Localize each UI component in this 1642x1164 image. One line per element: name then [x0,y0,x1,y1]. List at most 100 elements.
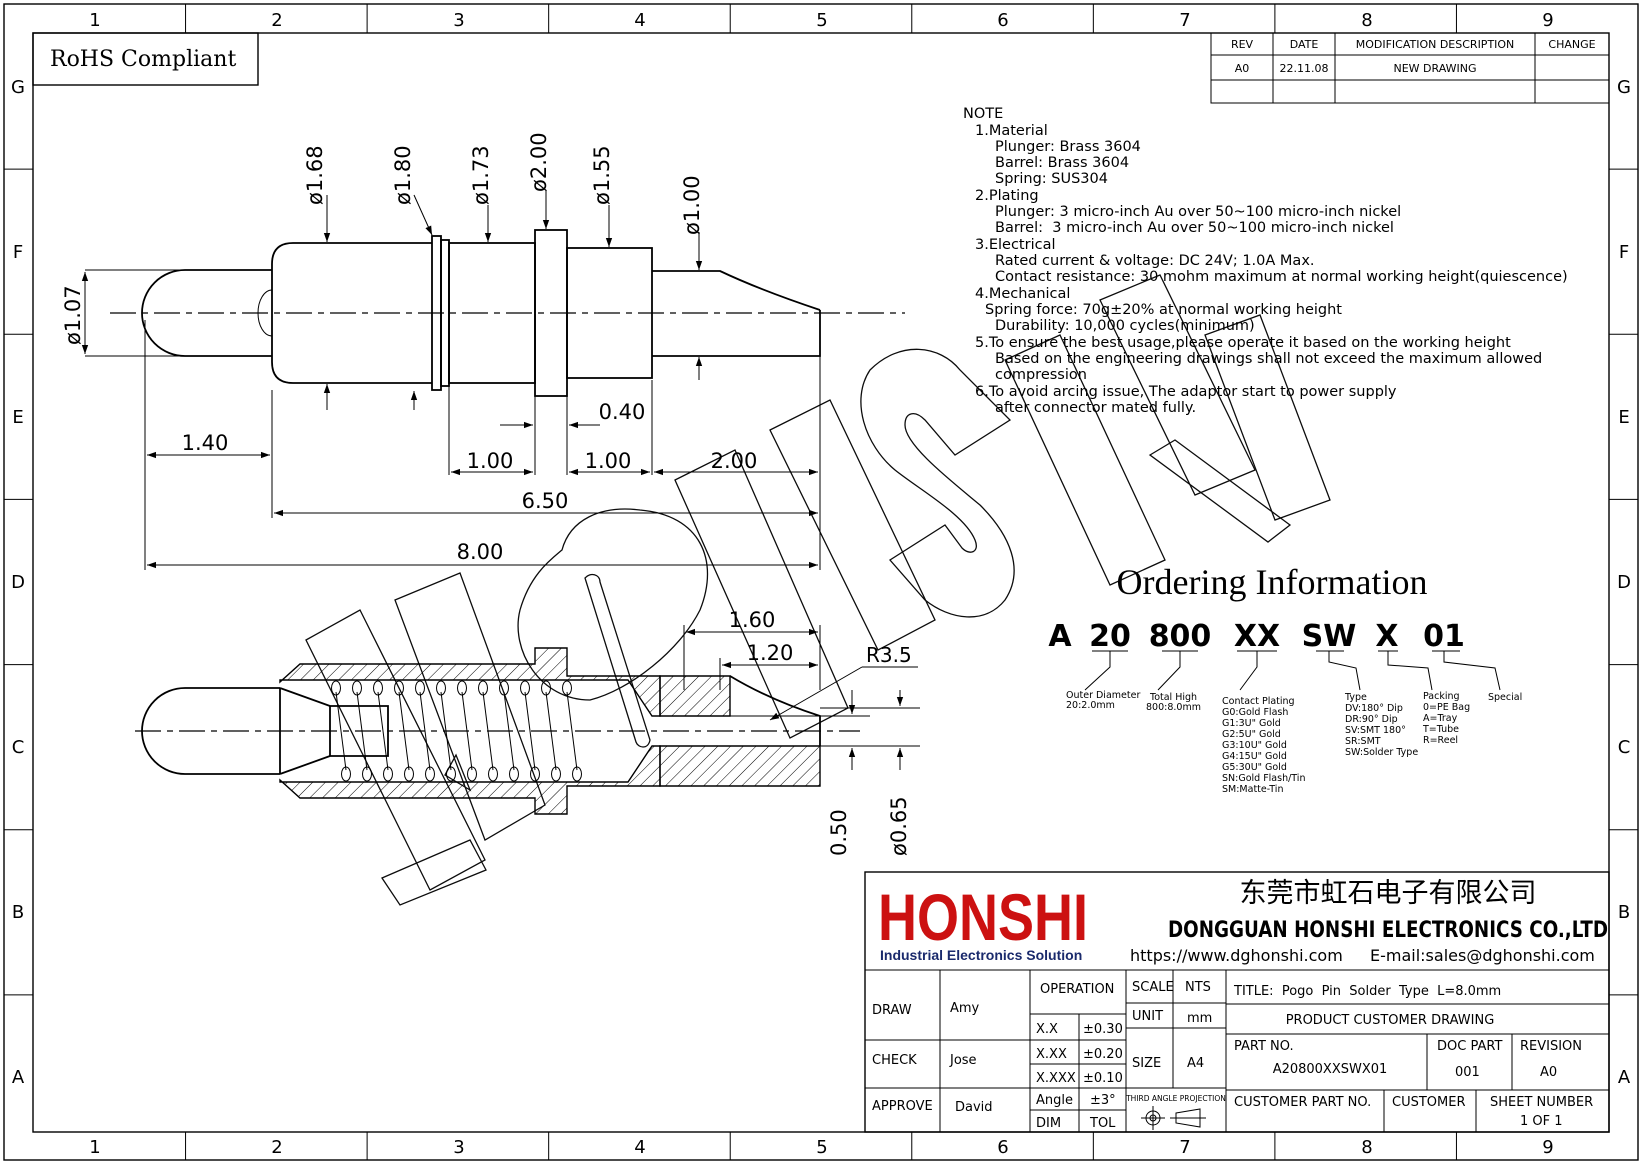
order-label-outer-value: 20:2.0mm [1066,700,1115,711]
check-name: Jose [949,1053,977,1068]
tol-xxx-label: X.XX [1036,1047,1067,1062]
barrel-rear [566,247,653,379]
spring-coil-section [446,766,456,782]
dim-l160: 1.60 [729,608,776,632]
tol-angle-value: ±3° [1090,1093,1116,1108]
zone-col-1: 1 [89,10,100,31]
dim-d168: ø1.68 [303,145,327,205]
zone-col-4-bottom: 4 [634,1137,645,1158]
note-5: 5.To ensure the best usage,please operat… [975,335,1511,351]
dim-d107: ø1.07 [61,285,85,345]
order-type-dv: DV:180° Dip [1345,703,1403,714]
zone-row-f-right: F [1619,242,1629,263]
dim-l040: 0.40 [599,400,646,424]
unit-label: UNIT [1132,1009,1163,1024]
part-no-value: A20800XXSWX01 [1273,1062,1388,1077]
note-3: 3.Electrical [975,237,1055,253]
note-1-barrel: Barrel: Brass 3604 [995,155,1129,171]
zone-row-c-right: C [1618,737,1631,758]
order-plating-g0: G0:Gold Flash [1222,707,1288,718]
dim-label: DIM [1036,1116,1061,1131]
spring-coil-section [457,680,467,696]
zone-column-labels-top: 1 2 3 4 5 6 7 8 9 [89,10,1553,31]
tol-xxxx-value: ±0.10 [1083,1071,1123,1086]
note-6: 6.To avoid arcing issue, The adaptor sta… [975,384,1397,400]
note-4-force: Spring force: 70g±20% at normal working … [985,302,1342,318]
tol-label: TOL [1089,1116,1116,1131]
note-5-line3: compression [995,367,1087,383]
spring-coil [356,691,368,771]
section-plunger-tip [141,687,280,775]
zone-row-a-right: A [1618,1067,1631,1088]
projection-label: THIRD ANGLE PROJECTION [1125,1094,1226,1103]
order-type-sv: SV:SMT 180° [1345,725,1406,736]
zone-row-e: E [12,407,23,428]
order-packing-t: T=Tube [1422,724,1459,735]
note-3-resistance: Contact resistance: 30 mohm maximum at n… [995,269,1568,285]
title-block: HONSHI Industrial Electronics Solution 东… [864,871,1610,1133]
note-2-barrel: Barrel: 3 micro-inch Au over 50~100 micr… [995,220,1394,236]
zone-col-3: 3 [453,10,464,31]
note-1-plunger: Plunger: Brass 3604 [995,139,1141,155]
order-plating-g1: G1:3U" Gold [1222,718,1281,729]
size-value: A4 [1187,1056,1204,1071]
dim-d173: ø1.73 [469,145,493,205]
approve-name: David [955,1100,993,1115]
zone-row-d-right: D [1617,572,1631,593]
rev-header-date: DATE [1290,38,1319,51]
order-plating-sm: SM:Matte-Tin [1222,784,1283,795]
tol-angle-label: Angle [1036,1093,1073,1108]
note-5-line2: Based on the engineering drawings shall … [995,351,1542,367]
company-logo: HONSHI Industrial Electronics Solution [878,880,1088,963]
rev-row-rev: A0 [1235,62,1250,75]
barrel-wall-top [279,647,661,717]
order-label-outer: Outer Diameter [1066,690,1140,701]
dim-l120: 1.20 [747,641,794,665]
zone-col-3-bottom: 3 [453,1137,464,1158]
dim-l800: 8.00 [457,540,504,564]
order-code-01: 01 [1423,619,1465,654]
operation-label: OPERATION [1040,982,1114,997]
spring-coil [482,691,494,771]
order-label-total-value: 800:8.0mm [1146,702,1201,713]
revision-table: REV DATE MODIFICATION DESCRIPTION CHANGE… [1210,32,1610,104]
spring-coil [461,691,473,771]
spring-coil-section [383,766,393,782]
dim-r35: R3.5 [866,643,912,667]
rohs-label: RoHS Compliant [50,47,236,72]
zone-col-6: 6 [997,10,1008,31]
revision-value: A0 [1540,1065,1557,1080]
order-type-sw: SW:Solder Type [1345,747,1418,758]
drawing-border: 1 2 3 4 5 6 7 8 9 1 2 3 4 5 6 7 8 9 G F … [3,3,1639,1161]
dim-l050: 0.50 [827,809,851,856]
zone-row-f: F [13,242,23,263]
sheet-number-label: SHEET NUMBER [1490,1095,1593,1110]
zone-col-9: 9 [1542,10,1553,31]
spring-coil-section [404,766,414,782]
spring-coil-section [341,766,351,782]
spring-coil-section [572,766,582,782]
order-packing-0: 0=PE Bag [1423,702,1470,713]
part-no-label: PART NO. [1234,1039,1294,1054]
company-name-en: DONGGUAN HONSHI ELECTRONICS CO.,LTD [1168,918,1608,943]
tol-xxx-value: ±0.20 [1083,1047,1123,1062]
dim-l650: 6.50 [522,489,569,513]
notes-block: NOTE 1.Material Plunger: Brass 3604 Barr… [963,106,1568,416]
rohs-badge: RoHS Compliant [32,32,259,86]
zone-column-labels-bottom: 1 2 3 4 5 6 7 8 9 [89,1137,1553,1158]
note-2: 2.Plating [975,188,1039,204]
spring-coil-section [488,766,498,782]
third-angle-projection-icon [1141,1106,1206,1130]
title-text: TITLE: Pogo Pin Solder Type L=8.0mm [1233,984,1501,999]
customer-label: CUSTOMER [1392,1095,1465,1110]
zone-row-d: D [11,572,25,593]
order-plating-g2: G2:5U" Gold [1222,729,1281,740]
rev-row-description: NEW DRAWING [1393,62,1476,75]
logo-tagline: Industrial Electronics Solution [880,947,1082,963]
order-type-dr: DR:90° Dip [1345,714,1398,725]
zone-col-8: 8 [1361,10,1372,31]
zone-row-g-right: G [1617,77,1631,98]
company-website: https://www.dghonshi.com [1130,946,1343,965]
spring-coil-section [509,766,519,782]
sheet-number-value: 1 OF 1 [1520,1114,1563,1129]
